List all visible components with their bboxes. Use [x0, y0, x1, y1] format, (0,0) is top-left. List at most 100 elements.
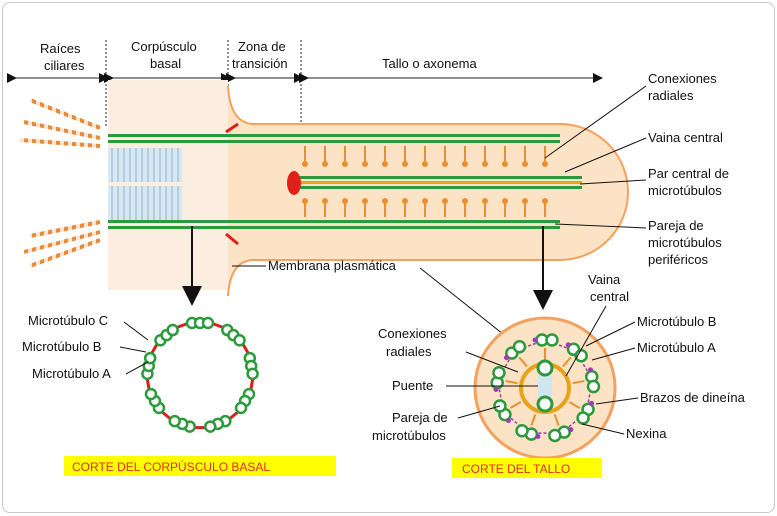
leader-shaft-nexin: [581, 423, 625, 435]
root-line: [29, 238, 101, 268]
peripheral-doublet-bottom: [108, 220, 560, 223]
basal-plate: [287, 171, 301, 195]
radial-spokes: [302, 146, 548, 217]
shaft-label-sheath-2: central: [590, 289, 629, 304]
shaft-ring: [490, 333, 601, 443]
cilium-longitudinal: [19, 80, 629, 297]
shaft-label-doublet-2: microtúbulos: [372, 428, 446, 443]
shaft-label-bridge: Puente: [392, 378, 433, 393]
leader-central-pair: [579, 179, 647, 185]
dynein-arm: [588, 367, 594, 373]
basal-ring: [141, 316, 259, 433]
leader-shaft-doublet: [457, 405, 501, 419]
basal-microtubule: [246, 367, 259, 381]
caption-box-basal: [64, 456, 336, 476]
peripheral-doublet-top-2: [108, 140, 560, 143]
shaft-label-dynein: Brazos de dineína: [640, 390, 746, 405]
label-radial-1: Conexiones: [648, 71, 717, 86]
leader-basal-b: [119, 346, 147, 353]
region-label-shaft: Tallo o axonema: [382, 56, 477, 71]
label-radial-2: radiales: [648, 88, 694, 103]
shaft-radial-spoke: [562, 356, 572, 368]
transition-fiber-top: [225, 122, 239, 134]
caption-box-shaft: [452, 458, 602, 478]
region-label-transition-1: Zona de: [238, 39, 286, 54]
dynein-arm: [535, 434, 541, 440]
root-line: [29, 98, 101, 130]
shaft-microtubule: [576, 411, 590, 425]
spoke-head: [462, 161, 468, 167]
leader-basal-a: [125, 361, 149, 375]
basal-lattice-upper: [108, 148, 182, 182]
spoke-head: [462, 198, 468, 204]
label-peripheral-1: Pareja de: [648, 218, 704, 233]
dynein-arm: [532, 337, 538, 343]
label-peripheral-3: periféricos: [648, 252, 708, 267]
spoke-head: [362, 161, 368, 167]
shaft-bridge: [538, 376, 552, 398]
shaft-microtubule: [515, 423, 529, 438]
shaft-label-doublet-1: Pareja de: [392, 410, 448, 425]
shaft-microtubule: [548, 428, 562, 443]
central-tube-bottom: [536, 395, 554, 413]
spoke-head: [542, 161, 548, 167]
right-labels: Conexiones radiales Vaina central Par ce…: [544, 71, 729, 267]
spoke-head: [342, 161, 348, 167]
root-line: [29, 220, 101, 238]
basal-microtubule: [234, 401, 248, 415]
peripheral-doublet-top: [108, 134, 560, 137]
leader-shaft-b: [585, 321, 636, 347]
root-line: [23, 230, 101, 254]
dynein-arm: [568, 427, 574, 433]
shaft-radial-spoke: [509, 401, 522, 409]
spoke-head: [542, 198, 548, 204]
basal-label-a: Microtúbulo A: [32, 366, 111, 381]
basal-label-c: Microtúbulo C: [28, 313, 108, 328]
dynein-arm: [503, 355, 509, 361]
central-pair-tube-2: [300, 186, 582, 189]
spoke-head: [322, 161, 328, 167]
ciliary-roots: [19, 98, 101, 268]
peripheral-doublet-bottom-2: [108, 226, 560, 229]
central-pair-tube-1: [300, 176, 582, 179]
shaft-microtubule: [586, 379, 601, 394]
spoke-head: [422, 198, 428, 204]
spoke-head: [402, 161, 408, 167]
basal-microtubule: [204, 420, 217, 433]
spoke-head: [382, 161, 388, 167]
leader-basal-c: [123, 321, 149, 341]
spoke-head: [442, 161, 448, 167]
shaft-radial-spoke: [530, 413, 537, 426]
spoke-head: [302, 198, 308, 204]
root-line: [19, 138, 101, 148]
spoke-head: [522, 198, 528, 204]
caption-shaft: CORTE DEL TALLO: [462, 462, 570, 476]
shaft-microtubule: [512, 339, 527, 354]
shaft-label-radial-2: radiales: [386, 344, 432, 359]
dynein-arm: [493, 387, 499, 393]
spoke-head: [302, 161, 308, 167]
dynein-arm: [505, 418, 511, 424]
axoneme-body: [227, 85, 629, 297]
spoke-head: [522, 161, 528, 167]
leader-membrane-right: [419, 267, 509, 339]
shaft-cross-section: Conexiones radiales Puente Pareja de mic…: [372, 272, 746, 478]
basal-body-cross-section: Microtúbulo C Microtúbulo B Microtúbulo …: [22, 313, 336, 476]
basal-microtubule: [166, 323, 179, 337]
basal-microtubule: [168, 414, 181, 428]
region-label-roots-1: Raíces: [40, 41, 81, 56]
leader-shaft-radial: [465, 351, 519, 373]
leader-sheath: [564, 137, 647, 173]
shaft-label-nexin: Nexina: [626, 426, 667, 441]
region-label-roots-2: ciliares: [44, 58, 85, 73]
basal-body-lattice: [108, 148, 182, 220]
shaft-radial-spoke: [505, 380, 518, 385]
leader-peripheral: [554, 223, 647, 229]
spoke-head: [342, 198, 348, 204]
spoke-head: [442, 198, 448, 204]
dynein-arm: [589, 400, 595, 406]
basal-label-b: Microtúbulo B: [22, 339, 101, 354]
shaft-radial-spoke: [553, 413, 560, 426]
spoke-head: [362, 198, 368, 204]
leader-radial: [544, 85, 647, 159]
